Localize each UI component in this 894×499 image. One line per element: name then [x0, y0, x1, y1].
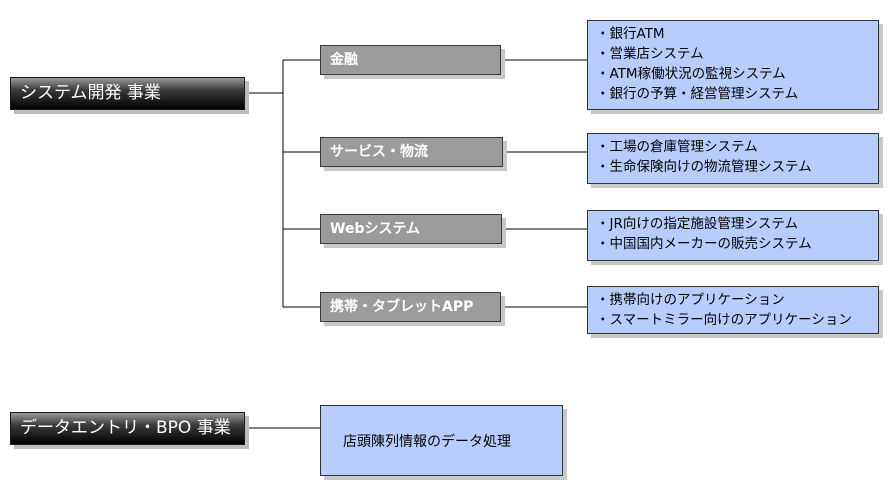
detail-item: ・営業店システム	[596, 46, 704, 62]
detail-box-bpo: 店頭陳列情報のデータ処理	[320, 405, 563, 476]
detail-item: ・中国国内メーカーの販売システム	[596, 236, 812, 252]
detail-item: ・生命保険向けの物流管理システム	[596, 159, 812, 175]
detail-box-web-system: ・JR向けの指定施設管理システム ・中国国内メーカーの販売システム	[587, 210, 879, 261]
category-web-system: Webシステム	[320, 214, 502, 244]
detail-item: ・スマートミラー向けのアプリケーション	[596, 312, 852, 328]
category-service-logistics: サービス・物流	[320, 137, 503, 167]
detail-item: ・携帯向けのアプリケーション	[596, 292, 785, 308]
category-finance: 金融	[320, 45, 501, 75]
detail-item: ・JR向けの指定施設管理システム	[596, 216, 798, 232]
category-mobile-tablet-app: 携帯・タブレットAPP	[320, 292, 501, 322]
detail-box-finance: ・銀行ATM ・営業店システム ・ATM稼働状況の監視システム ・銀行の予算・経…	[587, 20, 879, 110]
detail-item: ・ATM稼働状況の監視システム	[596, 66, 786, 82]
detail-item: ・銀行ATM	[596, 26, 665, 42]
detail-box-mobile-tablet-app: ・携帯向けのアプリケーション ・スマートミラー向けのアプリケーション	[587, 286, 879, 334]
detail-item: ・銀行の予算・経営管理システム	[596, 86, 799, 102]
bpo-detail-text: 店頭陳列情報のデータ処理	[343, 434, 511, 450]
main-business-data-entry-bpo: データエントリ・BPO 事業	[10, 412, 245, 445]
detail-item: ・工場の倉庫管理システム	[596, 139, 758, 155]
main-business-system-dev: システム開発 事業	[10, 77, 245, 110]
detail-box-service-logistics: ・工場の倉庫管理システム ・生命保険向けの物流管理システム	[587, 133, 879, 184]
